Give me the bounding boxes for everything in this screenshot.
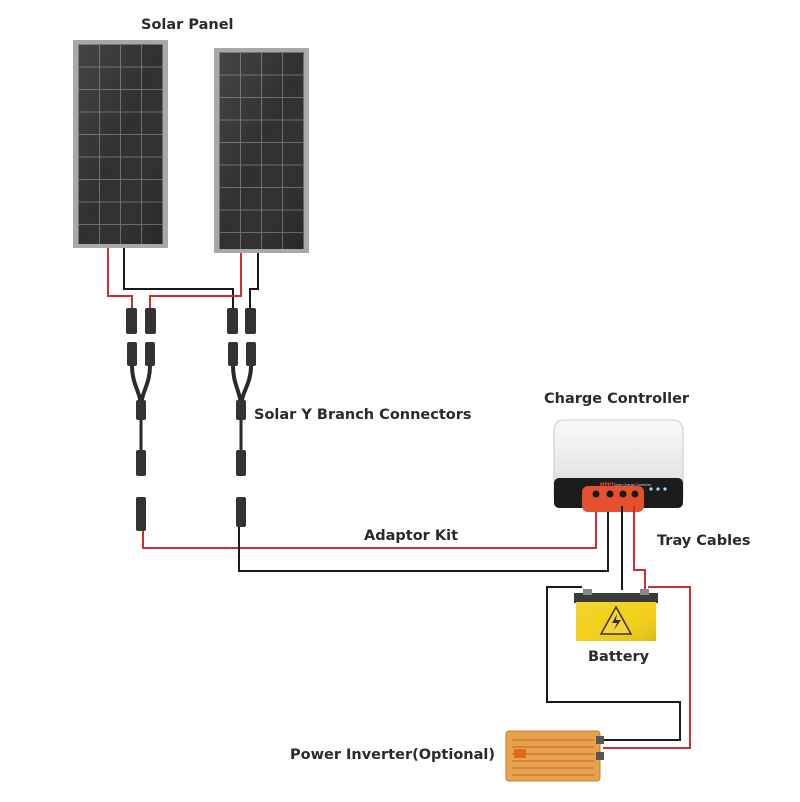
- panel-wires: [107, 248, 259, 314]
- y-branch-connector-left: [126, 308, 156, 531]
- solar-panel-label: Solar Panel: [141, 17, 234, 33]
- tray-cables-label: Tray Cables: [657, 533, 751, 549]
- inverter-wires: [546, 586, 691, 749]
- battery-label: Battery: [588, 649, 650, 665]
- solar-panel-right: [214, 48, 309, 253]
- controller-brand: MPPT: [600, 482, 615, 488]
- power-inverter: [505, 730, 604, 782]
- tray-cables: [621, 506, 646, 590]
- battery: [574, 589, 658, 641]
- charge-controller: MPPT Solar Charge Controller: [553, 419, 684, 512]
- y-branch-connector-right: [227, 308, 256, 527]
- solar-panel-left: [73, 40, 168, 248]
- power-inverter-label: Power Inverter(Optional): [290, 747, 495, 763]
- charge-controller-label: Charge Controller: [544, 391, 690, 407]
- adaptor-kit-wires: [142, 506, 609, 572]
- controller-subtitle: Solar Charge Controller: [614, 483, 652, 487]
- adaptor-kit-label: Adaptor Kit: [364, 528, 458, 544]
- y-branch-label: Solar Y Branch Connectors: [254, 407, 472, 423]
